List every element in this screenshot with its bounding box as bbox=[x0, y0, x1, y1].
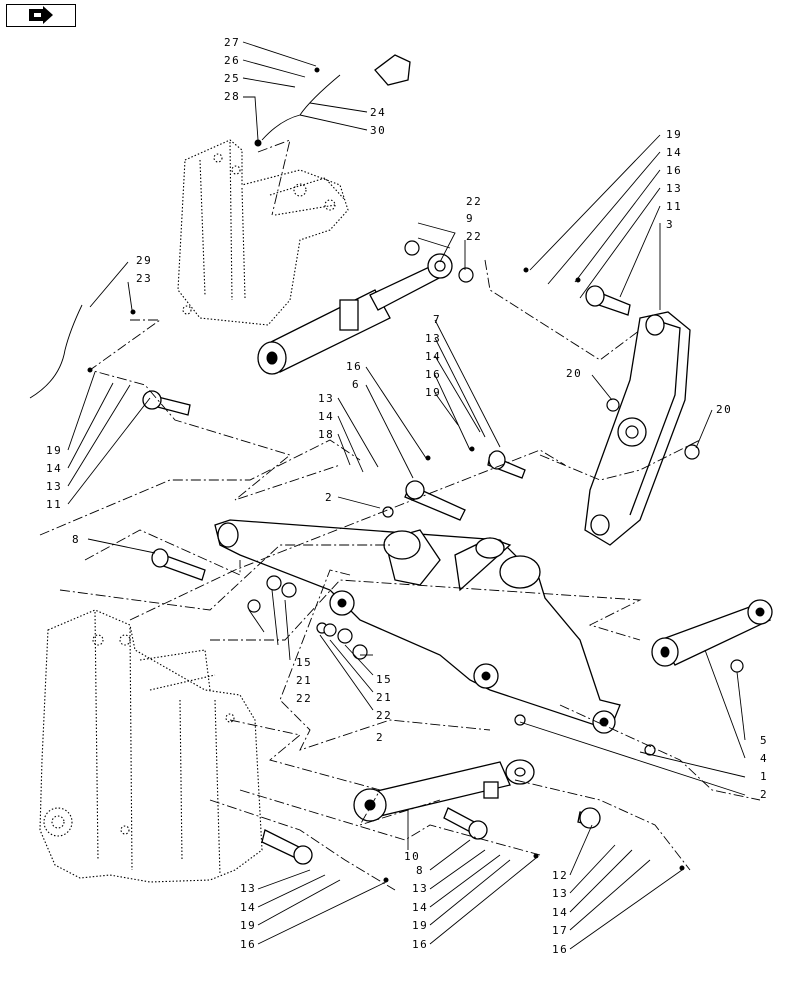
lift-cylinder-lower bbox=[353, 759, 535, 822]
callout-24: 24 bbox=[370, 106, 386, 119]
callout-2-right: 2 bbox=[760, 788, 768, 801]
callout-19-bottom-left: 19 bbox=[240, 919, 256, 932]
callout-13-bottom-mid: 13 bbox=[412, 882, 428, 895]
callout-14-bottom-mid: 14 bbox=[412, 901, 428, 914]
next-page-button[interactable] bbox=[6, 4, 76, 27]
callout-22-mid: 22 bbox=[376, 709, 392, 722]
callout-19-mid: 19 bbox=[425, 386, 441, 399]
callout-3: 3 bbox=[666, 218, 674, 231]
callout-11-right: 11 bbox=[666, 200, 682, 213]
callout-10: 10 bbox=[404, 850, 420, 863]
callout-14-bottom-left: 14 bbox=[240, 901, 256, 914]
callout-8-left: 8 bbox=[72, 533, 80, 546]
callout-21-left: 21 bbox=[296, 674, 312, 687]
callout-14-right: 14 bbox=[666, 146, 682, 159]
callout-16-right: 16 bbox=[666, 164, 682, 177]
callout-14-center: 14 bbox=[318, 410, 334, 423]
callout-19-right: 19 bbox=[666, 128, 682, 141]
callout-21-mid: 21 bbox=[376, 691, 392, 704]
callout-28: 28 bbox=[224, 90, 240, 103]
callout-5: 5 bbox=[760, 734, 768, 747]
callout-8-bottom: 8 bbox=[416, 864, 424, 877]
callout-19-bottom-mid: 19 bbox=[412, 919, 428, 932]
callout-7: 7 bbox=[433, 313, 441, 326]
callout-16-bottom-right: 16 bbox=[552, 943, 568, 956]
callout-16-bottom-left: 16 bbox=[240, 938, 256, 951]
pins bbox=[142, 285, 631, 865]
lift-cylinder-upper bbox=[257, 253, 453, 375]
callout-16-bottom-mid: 16 bbox=[412, 938, 428, 951]
boom bbox=[214, 519, 621, 734]
callout-13-bottom-right: 13 bbox=[552, 887, 568, 900]
callout-25: 25 bbox=[224, 72, 240, 85]
leader-lines bbox=[67, 41, 746, 950]
callout-27: 27 bbox=[224, 36, 240, 49]
callout-18: 18 bbox=[318, 428, 334, 441]
callout-14-mid: 14 bbox=[425, 350, 441, 363]
callout-22-b: 22 bbox=[466, 230, 482, 243]
callout-11-left: 11 bbox=[46, 498, 62, 511]
callout-13-center: 13 bbox=[318, 392, 334, 405]
callout-labels: 27 26 25 28 24 30 29 23 19 14 13 11 8 22… bbox=[46, 36, 768, 956]
callout-15-left: 15 bbox=[296, 656, 312, 669]
callout-1: 1 bbox=[760, 770, 768, 783]
callout-26: 26 bbox=[224, 54, 240, 67]
callout-13-mid: 13 bbox=[425, 332, 441, 345]
callout-6: 6 bbox=[352, 378, 360, 391]
callout-13-right: 13 bbox=[666, 182, 682, 195]
callout-12: 12 bbox=[552, 869, 568, 882]
callout-22-a: 22 bbox=[466, 195, 482, 208]
link-bar bbox=[651, 599, 773, 667]
callout-13-left: 13 bbox=[46, 480, 62, 493]
upper-frame bbox=[177, 139, 349, 326]
callout-20-right: 20 bbox=[716, 403, 732, 416]
callout-16-mid: 16 bbox=[425, 368, 441, 381]
callout-2-center: 2 bbox=[325, 491, 333, 504]
lower-frame bbox=[39, 609, 263, 883]
callout-20-left: 20 bbox=[566, 367, 582, 380]
assembly-lines bbox=[39, 139, 761, 891]
callout-4: 4 bbox=[760, 752, 768, 765]
callout-9: 9 bbox=[466, 212, 474, 225]
callout-14-bottom-right: 14 bbox=[552, 906, 568, 919]
callout-23: 23 bbox=[136, 272, 152, 285]
callout-22-left: 22 bbox=[296, 692, 312, 705]
callout-13-bottom-left: 13 bbox=[240, 882, 256, 895]
callout-29: 29 bbox=[136, 254, 152, 267]
callout-19-left: 19 bbox=[46, 444, 62, 457]
callout-15-mid: 15 bbox=[376, 673, 392, 686]
arrow-right-icon bbox=[29, 6, 53, 24]
callout-2-mid: 2 bbox=[376, 731, 384, 744]
callout-17: 17 bbox=[552, 924, 568, 937]
callout-16-center: 16 bbox=[346, 360, 362, 373]
callout-14-left: 14 bbox=[46, 462, 62, 475]
callout-30: 30 bbox=[370, 124, 386, 137]
link-arm bbox=[584, 311, 691, 546]
